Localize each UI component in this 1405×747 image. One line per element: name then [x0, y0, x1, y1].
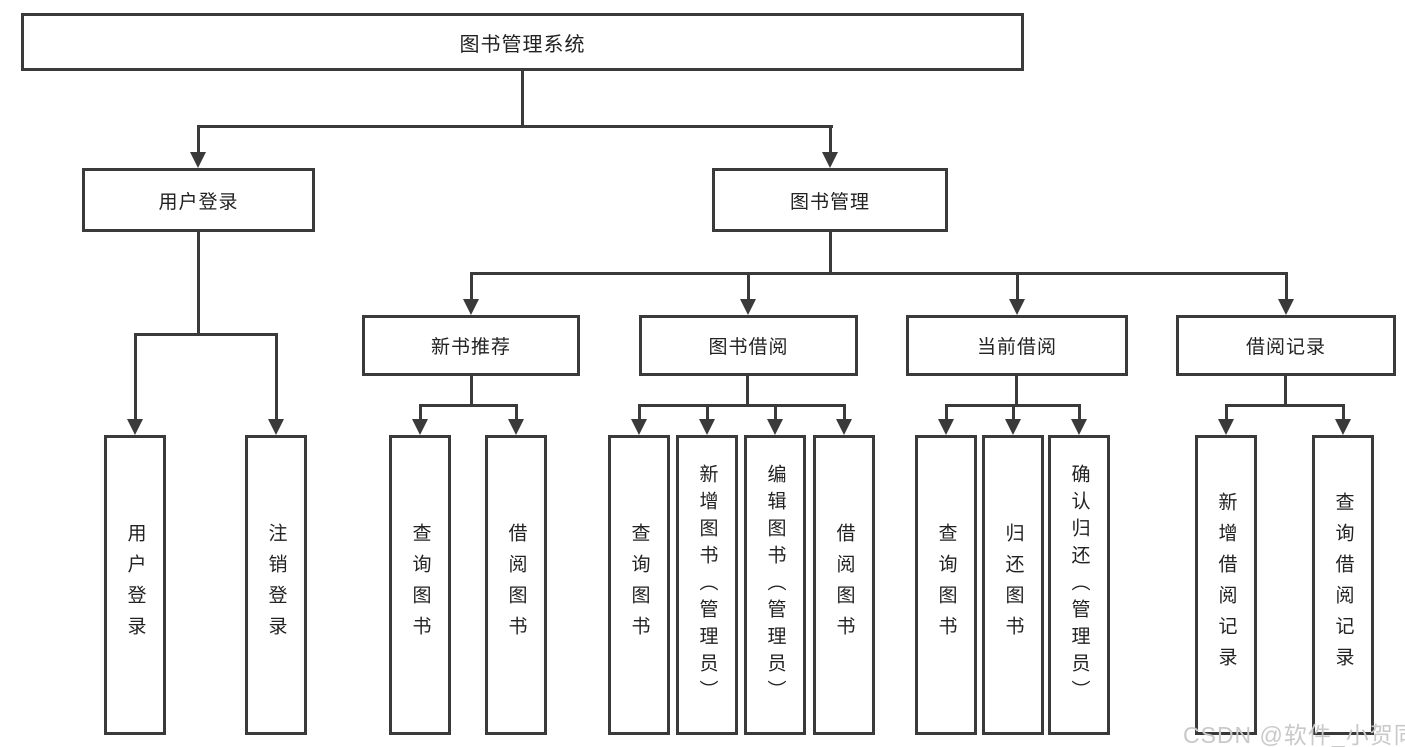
connector-line	[275, 333, 278, 421]
watermark: CSDN @软件_小贺同学	[1183, 722, 1405, 747]
connector-line	[746, 375, 749, 407]
leaf-edit-book-admin: 编辑图书（管理员）	[744, 435, 806, 735]
connector-line	[470, 272, 1288, 275]
leaf-confirm-return-admin: 确认归还（管理员）	[1048, 435, 1110, 735]
connector-line	[829, 125, 832, 154]
arrow-down-icon	[822, 152, 838, 168]
leaf-label: 归还图书	[1002, 523, 1024, 647]
leaf-label: 查询图书	[935, 523, 957, 647]
leaf-query-books-recommend: 查询图书	[389, 435, 451, 735]
arrow-down-icon	[412, 419, 428, 435]
arrow-down-icon	[631, 419, 647, 435]
connector-line	[134, 333, 137, 421]
arrow-down-icon	[268, 419, 284, 435]
leaf-query-books-current: 查询图书	[915, 435, 977, 735]
leaf-label: 新增借阅记录	[1215, 492, 1237, 678]
connector-line	[134, 333, 278, 336]
arrow-down-icon	[508, 419, 524, 435]
leaf-logout: 注销登录	[245, 435, 307, 735]
connector-line	[706, 404, 709, 421]
arrow-down-icon	[767, 419, 783, 435]
leaf-add-book-admin: 新增图书（管理员）	[676, 435, 738, 735]
arrow-down-icon	[463, 299, 479, 315]
connector-line	[945, 404, 948, 421]
connector-line	[521, 70, 524, 128]
node-borrowing-records: 借阅记录	[1176, 315, 1396, 376]
arrow-down-icon	[740, 299, 756, 315]
leaf-borrow-books-recommend: 借阅图书	[485, 435, 547, 735]
arrow-down-icon	[1278, 299, 1294, 315]
connector-line	[1016, 272, 1019, 301]
leaf-label: 查询借阅记录	[1332, 492, 1354, 678]
connector-line	[470, 272, 473, 301]
connector-line	[1284, 375, 1287, 407]
connector-line	[829, 232, 832, 275]
node-library-management-system: 图书管理系统	[21, 13, 1024, 71]
connector-line	[1015, 375, 1018, 407]
node-book-borrowing: 图书借阅	[639, 315, 858, 376]
leaf-label: 编辑图书（管理员）	[764, 463, 786, 707]
leaf-add-borrow-record: 新增借阅记录	[1195, 435, 1257, 735]
leaf-label: 借阅图书	[505, 523, 527, 647]
connector-line	[638, 404, 641, 421]
leaf-label: 查询图书	[628, 523, 650, 647]
connector-line	[1225, 404, 1345, 407]
leaf-label: 查询图书	[409, 523, 431, 647]
connector-line	[419, 404, 422, 421]
connector-line	[1078, 404, 1081, 421]
connector-line	[1225, 404, 1228, 421]
connector-line	[197, 125, 833, 128]
leaf-return-books: 归还图书	[982, 435, 1044, 735]
connector-line	[470, 375, 473, 407]
arrow-down-icon	[1009, 299, 1025, 315]
arrow-down-icon	[836, 419, 852, 435]
leaf-borrow-books-borrowing: 借阅图书	[813, 435, 875, 735]
arrow-down-icon	[1005, 419, 1021, 435]
leaf-query-books-borrowing: 查询图书	[608, 435, 670, 735]
leaf-label: 新增图书（管理员）	[696, 463, 718, 707]
connector-line	[515, 404, 518, 421]
leaf-label: 借阅图书	[833, 523, 855, 647]
node-new-book-recommendation: 新书推荐	[362, 315, 580, 376]
connector-line	[843, 404, 846, 421]
arrow-down-icon	[190, 152, 206, 168]
arrow-down-icon	[1218, 419, 1234, 435]
connector-line	[197, 232, 200, 336]
connector-line	[197, 125, 200, 154]
connector-line	[774, 404, 777, 421]
arrow-down-icon	[938, 419, 954, 435]
arrow-down-icon	[127, 419, 143, 435]
connector-line	[638, 404, 846, 407]
arrow-down-icon	[1335, 419, 1351, 435]
node-user-login: 用户登录	[82, 168, 315, 232]
leaf-label: 用户登录	[124, 523, 146, 647]
leaf-label: 确认归还（管理员）	[1068, 463, 1090, 707]
connector-line	[1012, 404, 1015, 421]
node-current-borrowing: 当前借阅	[906, 315, 1128, 376]
connector-line	[747, 272, 750, 301]
leaf-user-login: 用户登录	[104, 435, 166, 735]
leaf-query-borrow-record: 查询借阅记录	[1312, 435, 1374, 735]
node-book-management: 图书管理	[712, 168, 948, 232]
connector-line	[1285, 272, 1288, 301]
leaf-label: 注销登录	[265, 523, 287, 647]
connector-line	[1342, 404, 1345, 421]
arrow-down-icon	[1071, 419, 1087, 435]
connector-line	[419, 404, 518, 407]
arrow-down-icon	[699, 419, 715, 435]
